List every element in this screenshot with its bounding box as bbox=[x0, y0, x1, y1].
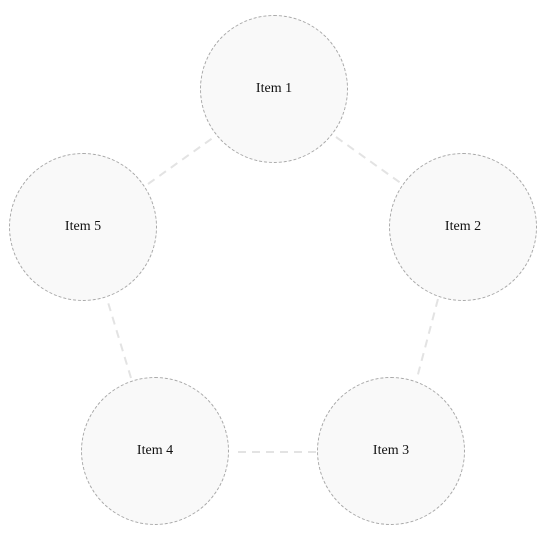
node-label: Item 3 bbox=[372, 443, 410, 458]
connector-item5-item1 bbox=[147, 136, 215, 185]
node-item-2: Item 2 bbox=[389, 153, 537, 301]
node-item-4: Item 4 bbox=[81, 377, 229, 525]
connector-item1-item2 bbox=[335, 136, 403, 185]
node-label: Item 5 bbox=[64, 219, 102, 234]
connector-item2-item3 bbox=[416, 298, 439, 379]
node-item-5: Item 5 bbox=[9, 153, 157, 301]
node-item-1: Item 1 bbox=[200, 15, 348, 163]
node-label: Item 4 bbox=[136, 443, 174, 458]
connector-item4-item5 bbox=[106, 298, 132, 379]
node-item-3: Item 3 bbox=[317, 377, 465, 525]
node-label: Item 2 bbox=[444, 219, 482, 234]
node-label: Item 1 bbox=[255, 81, 293, 96]
